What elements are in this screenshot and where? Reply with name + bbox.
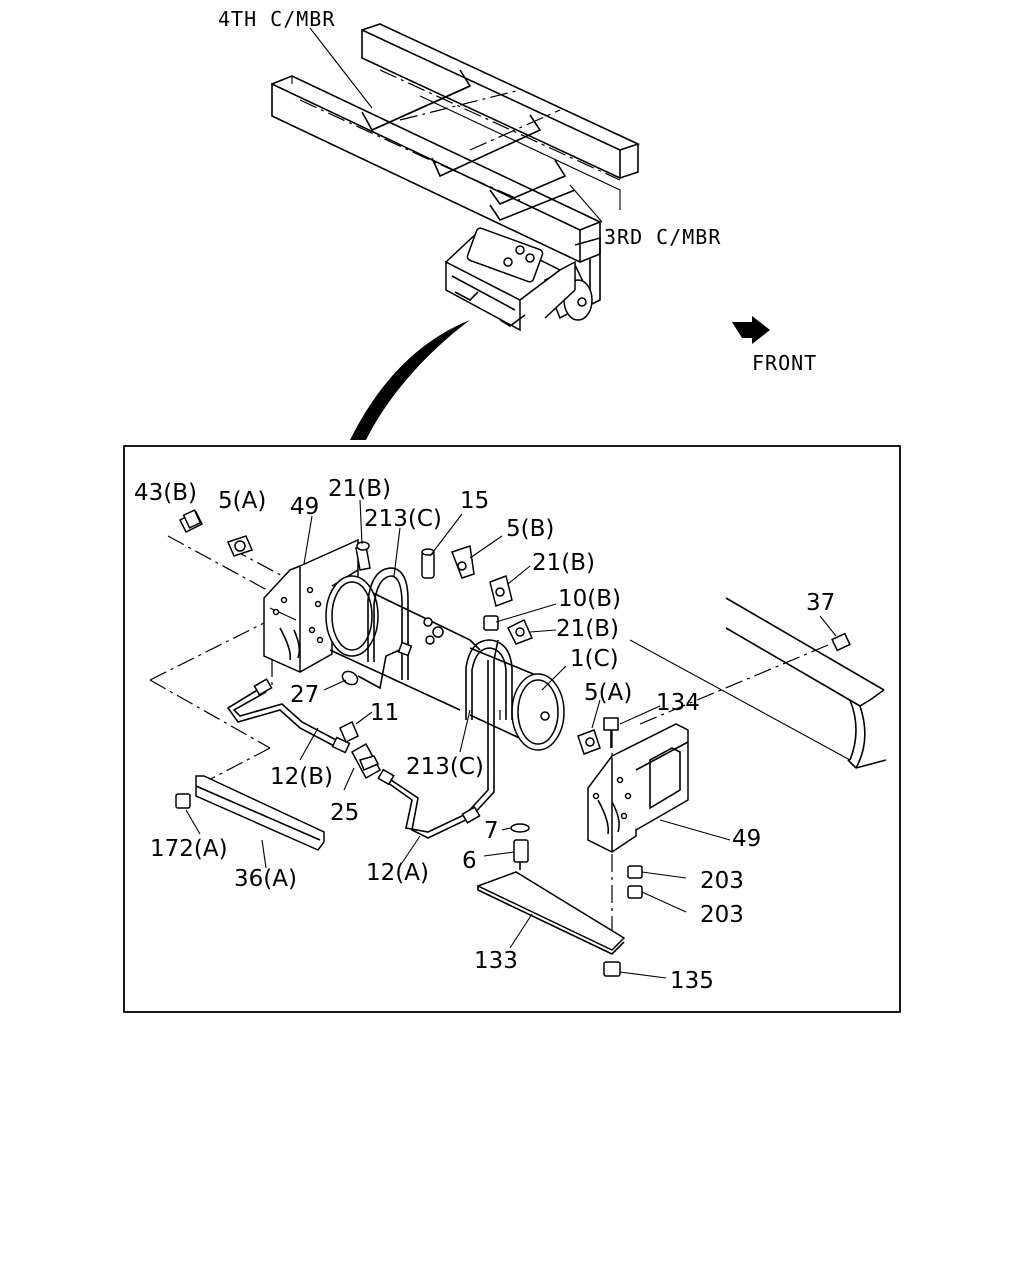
tank-assembly-small (444, 227, 593, 332)
callout-labels: 43(B) 5(A) 49 21(B) 213(C) 15 5(B) 21(B)… (134, 476, 835, 994)
callout-5a-left: 5(A) (218, 488, 266, 514)
callout-25: 25 (330, 800, 359, 826)
callout-203-upper: 203 (700, 868, 744, 894)
detail-view (149, 509, 887, 977)
callout-133: 133 (474, 948, 518, 974)
callout-7: 7 (484, 818, 499, 844)
leader-4th-cmbr (309, 27, 373, 109)
callout-37: 37 (806, 590, 835, 616)
fittings (175, 509, 851, 977)
callout-203-lower: 203 (700, 902, 744, 928)
callout-213c-low: 213(C) (406, 754, 484, 780)
callout-12b: 12(B) (270, 764, 333, 790)
u-strap-right (465, 639, 513, 720)
callout-5b: 5(B) (506, 516, 554, 542)
callout-49-right: 49 (732, 826, 761, 852)
label-4th-cross-member: 4TH C/MBR (218, 7, 335, 31)
callout-21b-top: 21(B) (328, 476, 391, 502)
pipe-12a (381, 639, 499, 839)
pipe-12b (226, 685, 339, 749)
callout-11: 11 (370, 700, 399, 726)
callout-5a-right: 5(A) (584, 680, 632, 706)
callout-43b: 43(B) (134, 480, 197, 506)
callout-135: 135 (670, 968, 714, 994)
callout-36a: 36(A) (234, 866, 297, 892)
detail-pointer-arrow-icon (350, 320, 470, 440)
front-arrow-icon (732, 316, 770, 344)
callout-27: 27 (290, 682, 319, 708)
label-front: FRONT (752, 351, 817, 375)
callout-15: 15 (460, 488, 489, 514)
air-tank-right (469, 647, 565, 751)
callout-6: 6 (462, 848, 477, 874)
frame-rail (629, 597, 887, 769)
callout-172a: 172(A) (150, 836, 228, 862)
callout-12a: 12(A) (366, 860, 429, 886)
right-bracket (587, 723, 689, 853)
leader-3rd-cmbr (569, 184, 603, 223)
callout-21b-low: 21(B) (556, 616, 619, 642)
callout-213c-top: 213(C) (364, 506, 442, 532)
callout-1c: 1(C) (570, 646, 619, 672)
callout-49-left: 49 (290, 494, 319, 520)
plate-133 (476, 871, 626, 951)
label-3rd-cross-member: 3RD C/MBR (604, 225, 721, 249)
air-tank-left (325, 575, 481, 711)
leader-lines (185, 499, 837, 979)
callout-21b-mid: 21(B) (532, 550, 595, 576)
u-strap-left (367, 567, 409, 680)
chassis-overview (271, 23, 641, 332)
detail-frame (123, 445, 901, 1013)
callout-10b: 10(B) (558, 586, 621, 612)
callout-134: 134 (656, 690, 700, 716)
hose-27 (357, 647, 405, 690)
